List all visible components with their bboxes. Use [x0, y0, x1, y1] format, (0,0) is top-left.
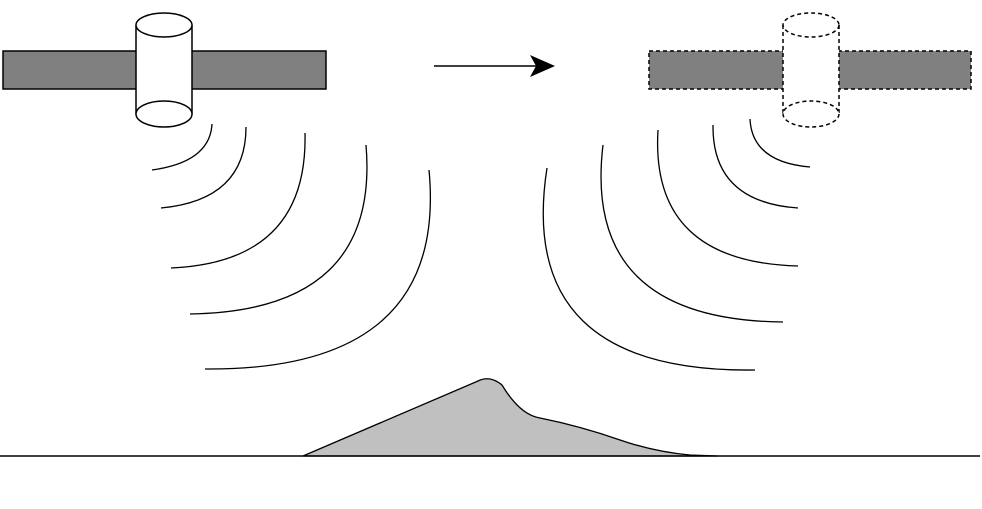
wavefront-left-2: [160, 126, 247, 209]
satellite-body-left: [136, 25, 192, 114]
wavefront-right-1: [749, 118, 811, 168]
motion-arrow: [434, 55, 555, 77]
terrain-mountain: [302, 378, 719, 457]
body-top-left: [135, 12, 193, 38]
wavefront-left-3: [170, 132, 306, 269]
body-top-right: [782, 12, 840, 38]
satellite-right: [648, 12, 972, 128]
wavefront-left-5: [204, 169, 431, 370]
wavefronts-left: [151, 123, 431, 370]
wavefront-right-4: [600, 144, 784, 323]
wavefront-right-5: [542, 167, 756, 371]
wavefront-right-2: [712, 124, 799, 209]
wavefront-left-1: [151, 123, 213, 171]
body-bottom-right: [782, 100, 840, 128]
wavefront-right-3: [656, 129, 799, 267]
wavefronts-right: [542, 118, 811, 371]
satellite-body-right: [783, 25, 839, 114]
body-bottom-left: [135, 100, 193, 128]
satellite-left: [2, 12, 327, 128]
wavefront-left-4: [189, 144, 368, 315]
